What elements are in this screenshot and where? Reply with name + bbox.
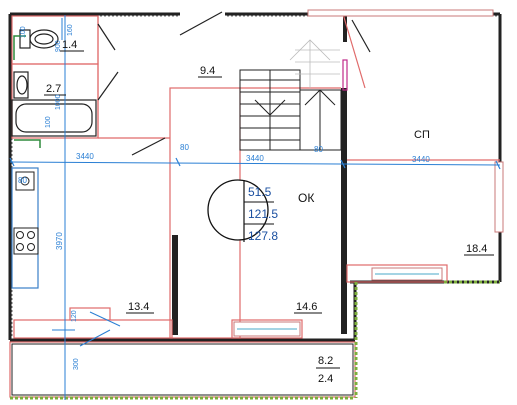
balcony-area-label: 8.2 — [318, 355, 333, 367]
room-label-underlines — [44, 50, 494, 314]
dim-3440-right: 3440 — [412, 155, 430, 164]
sink-icon — [15, 171, 35, 191]
total-area-value: 121.5 — [248, 207, 278, 221]
stove-icon — [13, 227, 39, 255]
bath-accent — [13, 35, 41, 148]
dim-3970: 3970 — [55, 232, 64, 250]
area-badge: 51.5 121.5 127.8 ОК — [207, 179, 314, 243]
staircase — [239, 69, 342, 151]
room-label-living: 14.6 — [296, 301, 317, 313]
room-label-bedroom: 18.4 — [466, 243, 487, 255]
dimension-ticks — [9, 157, 501, 170]
room-label-hall: 9.4 — [200, 65, 215, 77]
dim-80-c: 80 — [18, 176, 27, 185]
dimension-lines — [9, 15, 501, 400]
room-label-bath-mid: 2.7 — [46, 83, 61, 95]
dim-100-b: 100 — [45, 116, 52, 128]
dim-100-a: 100 — [20, 26, 27, 38]
washbasin-icon — [13, 71, 29, 99]
room-code-bedroom: СП — [414, 129, 430, 141]
dim-3440-mid: 3440 — [246, 154, 264, 163]
doors — [97, 11, 371, 156]
bathtub-icon — [11, 99, 97, 137]
room-label-kitchen: 13.4 — [128, 301, 149, 313]
dim-160: 160 — [67, 24, 74, 36]
window-glass — [237, 273, 439, 330]
room-label-bath-top: 1.4 — [62, 39, 77, 51]
dim-900: 900 — [55, 40, 62, 52]
total-with-balcony-value: 127.8 — [248, 229, 278, 243]
load-walls — [172, 14, 347, 335]
dim-3440-left: 3440 — [76, 152, 94, 161]
balcony — [9, 280, 500, 400]
balcony-coef-label: 2.4 — [318, 373, 333, 385]
dim-80-b: 80 — [314, 145, 323, 154]
outer-walls — [8, 12, 502, 342]
windows — [233, 9, 504, 337]
toilet-icon — [19, 29, 59, 49]
dim-80-a: 80 — [180, 143, 189, 152]
dim-300: 300 — [73, 358, 80, 370]
dim-1000: 1000 — [55, 94, 62, 110]
area-badge-circle — [207, 179, 269, 241]
stair-ghost — [289, 39, 340, 88]
room-code-ok: ОК — [298, 191, 314, 205]
partitions — [11, 13, 500, 339]
dim-120: 120 — [71, 310, 78, 322]
living-area-value: 51.5 — [248, 185, 272, 199]
